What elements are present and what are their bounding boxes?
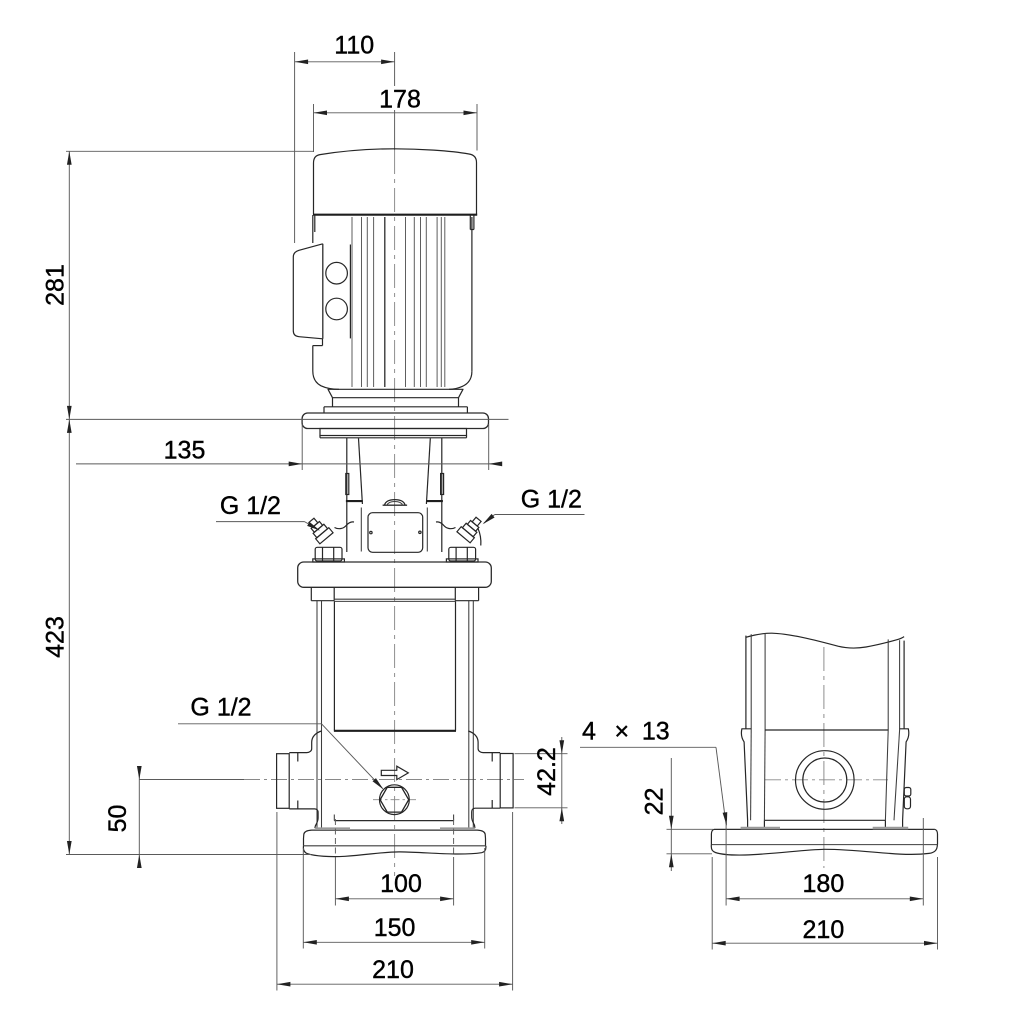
svg-text:50: 50 [104, 805, 132, 833]
svg-text:13: 13 [642, 718, 670, 746]
svg-text:210: 210 [803, 916, 845, 944]
svg-text:G 1/2: G 1/2 [521, 485, 582, 513]
svg-text:150: 150 [374, 914, 416, 942]
svg-text:423: 423 [42, 616, 70, 658]
svg-text:135: 135 [164, 437, 206, 465]
svg-text:22: 22 [641, 788, 669, 816]
svg-text:G 1/2: G 1/2 [220, 492, 281, 520]
svg-text:G 1/2: G 1/2 [190, 693, 251, 721]
svg-text:210: 210 [372, 956, 414, 984]
svg-text:4: 4 [582, 718, 596, 746]
svg-text:281: 281 [42, 264, 70, 306]
svg-text:110: 110 [334, 32, 374, 60]
svg-text:42.2: 42.2 [533, 747, 561, 796]
svg-text:178: 178 [379, 86, 421, 114]
svg-text:180: 180 [803, 870, 845, 898]
svg-text:100: 100 [380, 870, 422, 898]
svg-text:×: × [614, 718, 629, 746]
